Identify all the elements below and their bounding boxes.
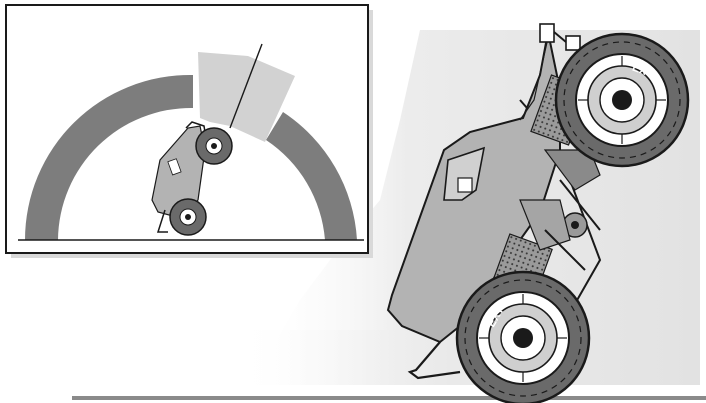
rear-wheel: EXT <box>457 272 589 403</box>
inset-panel <box>6 5 373 258</box>
front-wheel: EXT <box>556 34 688 166</box>
